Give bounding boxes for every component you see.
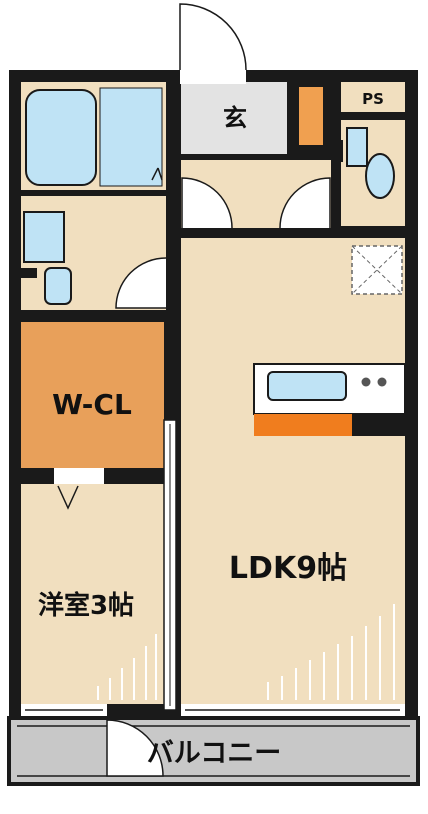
ps-label: PS [362,90,384,108]
stove-burner-icon [361,377,371,387]
ldk-label: LDK9帖 [229,551,347,586]
toilet-bowl-icon [365,153,395,199]
balcony-label: バルコニー [147,738,281,769]
fridge-space-cross [351,245,403,295]
ldk-floor [181,238,405,704]
bath-door-mark [157,167,163,181]
stove-burner-icon [377,377,387,387]
hall-door-swing-right [279,177,331,229]
sunlight-hatching [97,604,395,700]
closet-door-mark [57,485,79,510]
entrance-floor [181,82,287,154]
walk-in-closet-label: W-CL [52,388,132,421]
western-room-floor [21,484,164,704]
closet-door-gap [54,468,104,484]
bath-area [99,87,163,187]
kitchen-sink-icon [267,371,347,401]
closet-floor [21,322,164,468]
fridge-space-cross [351,245,403,295]
kitchen-counter-edge [254,414,352,436]
western-room-label: 洋室3帖 [38,590,134,621]
washbasin-icon [44,267,72,305]
ps-floor [341,82,405,112]
balcony-area [7,716,420,786]
balcony-door-swing [106,719,164,777]
hall-door-swing-left [181,177,233,229]
entry-door-swing [179,3,247,71]
washing-machine-icon [23,211,65,263]
bath-door-mark [151,167,159,181]
bathtub-icon [25,89,97,186]
kitchen-wall [352,414,405,436]
entrance-label: 玄 [223,104,247,132]
shoe-cabinet [297,85,325,147]
toilet-pipe [333,140,343,162]
toilet-tank-icon [346,127,368,167]
washroom-wall-stub [21,268,37,278]
washroom-door-swing [115,257,167,309]
entry-door-gap [180,66,246,84]
